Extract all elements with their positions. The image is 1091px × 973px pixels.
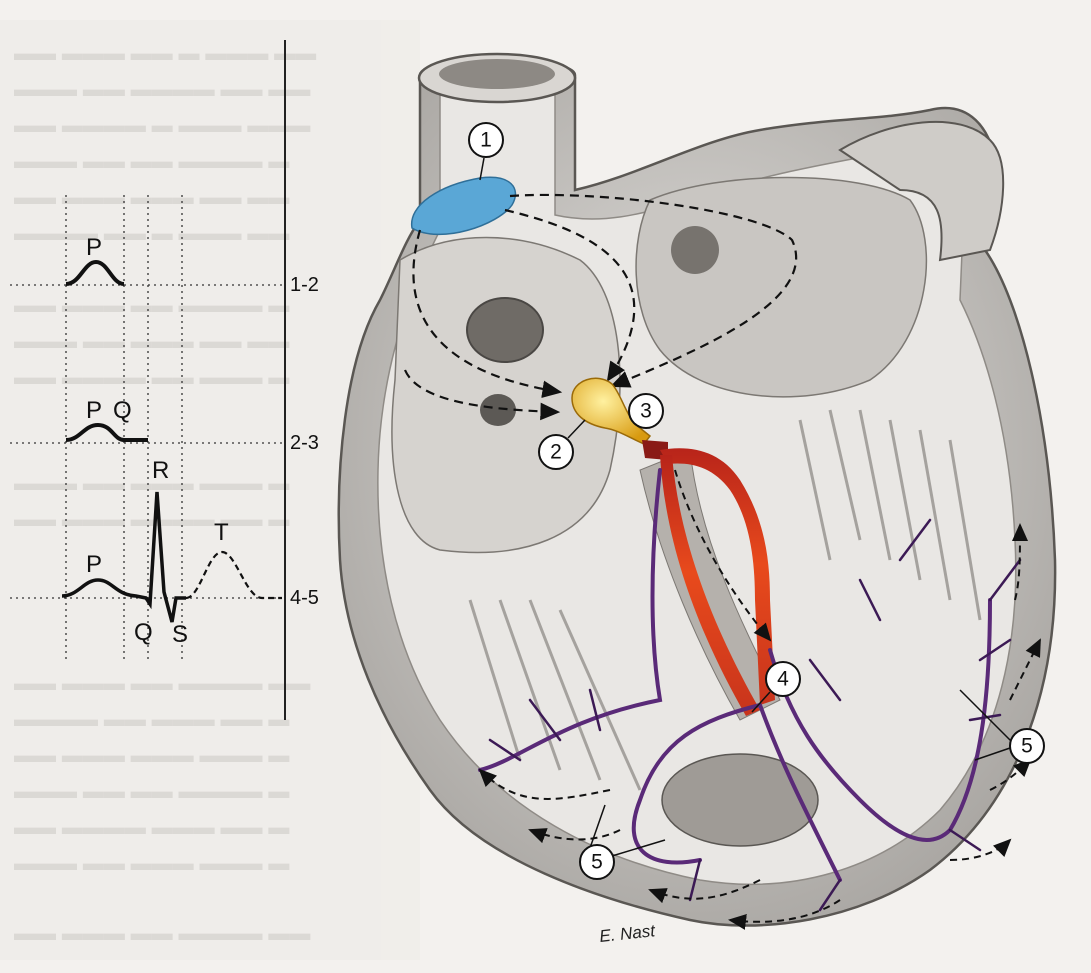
heart-anatomy <box>339 54 1055 926</box>
svg-text:▬▬▬ ▬▬ ▬▬▬▬ ▬▬ ▬▬: ▬▬▬ ▬▬ ▬▬▬▬ ▬▬ ▬▬ <box>14 78 310 101</box>
ecg-lead-label-2-3: 2-3 <box>290 432 319 454</box>
artist-signature: E. Nast <box>598 921 657 946</box>
marker-4-label: 4 <box>777 668 789 691</box>
ecg-trace-3-s-label: S <box>172 621 188 648</box>
svg-text:▬▬▬ ▬▬ ▬▬ ▬▬▬▬ ▬: ▬▬▬ ▬▬ ▬▬ ▬▬▬▬ ▬ <box>14 150 289 173</box>
left-atrium <box>636 178 926 397</box>
svg-text:▬▬ ▬▬▬ ▬▬ ▬ ▬▬▬ ▬▬: ▬▬ ▬▬▬ ▬▬ ▬ ▬▬▬ ▬▬ <box>14 42 316 65</box>
svg-text:▬▬ ▬▬▬▬ ▬▬▬ ▬▬ ▬: ▬▬ ▬▬▬▬ ▬▬▬ ▬▬ ▬ <box>14 816 289 839</box>
papillary-muscle <box>662 754 818 846</box>
ecg-lead-label-4-5: 4-5 <box>290 587 319 609</box>
svg-text:▬▬ ▬▬▬ ▬▬ ▬▬▬▬ ▬: ▬▬ ▬▬▬ ▬▬ ▬▬▬▬ ▬ <box>14 294 289 317</box>
ecg-lead-label-1-2: 1-2 <box>290 274 319 296</box>
marker-5-left-label: 5 <box>591 851 603 874</box>
ecg-trace-3-t-label: T <box>214 519 229 546</box>
svg-text:▬▬▬▬ ▬▬ ▬▬▬ ▬▬ ▬: ▬▬▬▬ ▬▬ ▬▬▬ ▬▬ ▬ <box>14 708 289 731</box>
vena-cava-lumen <box>439 59 555 89</box>
marker-3: 3 <box>629 394 663 428</box>
coronary-sinus-opening <box>467 298 543 362</box>
pulmonary-vein-opening <box>671 226 719 274</box>
svg-text:▬▬▬ ▬▬ ▬▬ ▬▬▬▬ ▬: ▬▬▬ ▬▬ ▬▬ ▬▬▬▬ ▬ <box>14 780 289 803</box>
svg-text:▬▬ ▬▬▬ ▬▬ ▬▬▬▬ ▬▬: ▬▬ ▬▬▬ ▬▬ ▬▬▬▬ ▬▬ <box>14 922 310 945</box>
ecg-trace-2-q-label: Q <box>113 397 132 424</box>
ecg-trace-1-p-label: P <box>86 234 102 261</box>
ecg-trace-2-p-label: P <box>86 397 102 424</box>
ecg-trace-3-r-label: R <box>152 457 169 484</box>
svg-text:▬▬▬ ▬▬ ▬▬▬ ▬▬ ▬▬: ▬▬▬ ▬▬ ▬▬▬ ▬▬ ▬▬ <box>14 330 289 353</box>
marker-1-label: 1 <box>480 129 492 152</box>
svg-text:▬▬ ▬▬▬ ▬▬ ▬▬▬▬ ▬▬: ▬▬ ▬▬▬ ▬▬ ▬▬▬▬ ▬▬ <box>14 672 310 695</box>
marker-5-right-label: 5 <box>1021 735 1033 758</box>
marker-2-label: 2 <box>550 441 562 464</box>
svg-text:▬▬ ▬▬▬▬ ▬▬ ▬▬▬ ▬: ▬▬ ▬▬▬▬ ▬▬ ▬▬▬ ▬ <box>14 366 289 389</box>
marker-3-label: 3 <box>640 400 652 423</box>
ivc-opening <box>480 394 516 426</box>
svg-text:▬▬▬ ▬▬ ▬▬▬ ▬▬▬ ▬: ▬▬▬ ▬▬ ▬▬▬ ▬▬▬ ▬ <box>14 852 289 875</box>
svg-text:▬▬ ▬▬▬▬ ▬ ▬▬▬ ▬▬▬: ▬▬ ▬▬▬▬ ▬ ▬▬▬ ▬▬▬ <box>14 114 310 137</box>
svg-text:▬▬▬▬ ▬▬ ▬ ▬▬▬ ▬▬: ▬▬▬▬ ▬▬ ▬ ▬▬▬ ▬▬ <box>14 222 289 245</box>
svg-text:▬▬ ▬▬▬ ▬▬▬ ▬▬▬ ▬: ▬▬ ▬▬▬ ▬▬▬ ▬▬▬ ▬ <box>14 744 289 767</box>
svg-text:▬▬ ▬▬▬ ▬▬▬▬ ▬▬ ▬: ▬▬ ▬▬▬ ▬▬▬▬ ▬▬ ▬ <box>14 508 289 531</box>
ecg-trace-3-p-label: P <box>86 551 102 578</box>
svg-text:▬▬ ▬▬▬ ▬▬▬ ▬▬ ▬▬: ▬▬ ▬▬▬ ▬▬▬ ▬▬ ▬▬ <box>14 186 289 209</box>
ecg-trace-3-q-label: Q <box>134 619 153 646</box>
